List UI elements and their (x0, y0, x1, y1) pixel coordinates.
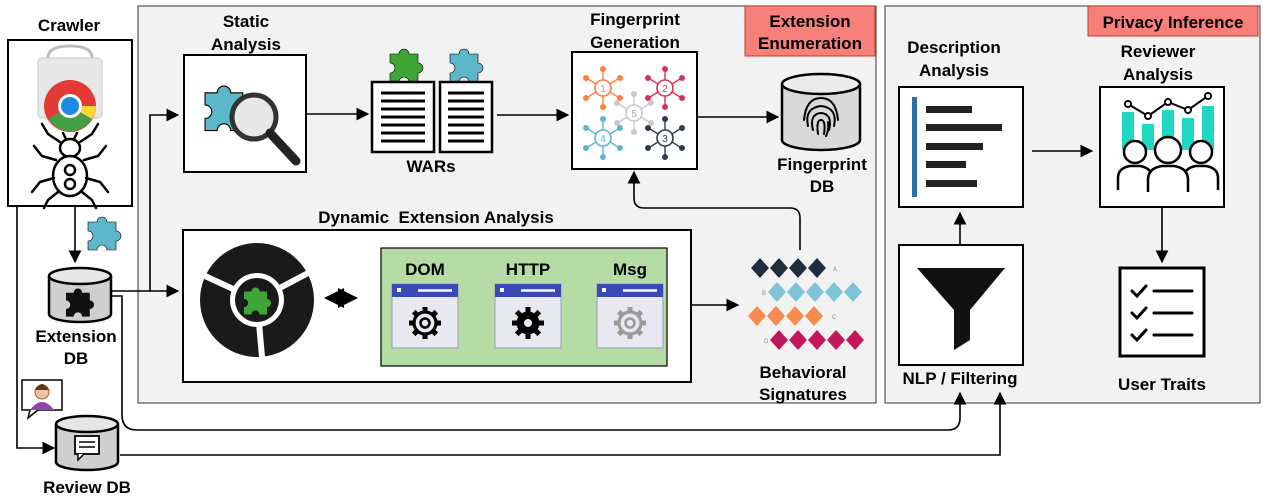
description-analysis-label-line2: Analysis (919, 61, 989, 80)
fingerprint-db-label-line1: Fingerprint (777, 155, 867, 174)
war-document-icon-2 (438, 80, 494, 154)
monitor-label-dom: DOM (405, 260, 445, 279)
reviewer-analysis-label-line2: Analysis (1123, 65, 1193, 84)
behavioral-signature-diamonds: A B C D (748, 258, 864, 350)
node-number: 2 (662, 84, 668, 95)
row-letter: B (762, 291, 766, 297)
node-number: 3 (662, 134, 668, 145)
monitor-label-http: HTTP (506, 260, 550, 279)
extension-puzzle-icon (87, 216, 122, 251)
static-analysis-label-line1: Static (223, 12, 269, 31)
static-analysis-label-line2: Analysis (211, 35, 281, 54)
row-letter: C (832, 315, 837, 321)
text-lines-icon (912, 97, 1002, 197)
fingerprint-generation-label-line1: Fingerprint (590, 10, 680, 29)
review-db-cylinder (54, 414, 120, 472)
extension-enumeration-badge (744, 5, 876, 57)
node-number: 5 (631, 109, 637, 120)
extension-enumeration-badge-line1: Extension (769, 12, 850, 31)
teal-puzzle-icon (449, 48, 484, 83)
row-letter: A (833, 267, 837, 273)
user-traits-label: User Traits (1118, 375, 1206, 394)
war-document-icon-1 (370, 80, 436, 154)
row-letter: D (764, 339, 769, 345)
extension-db-cylinder (47, 266, 113, 324)
wars-label: WARs (406, 157, 455, 176)
extension-db-label-line1: Extension (35, 327, 116, 346)
fingerprint-generation-label-line2: Generation (590, 33, 680, 52)
user-group-chart-icon (1116, 92, 1220, 192)
node-number: 1 (600, 84, 606, 95)
behavioral-signatures-label-line2: Signatures (759, 385, 847, 404)
review-db-label: Review DB (43, 478, 131, 497)
reviewer-avatar-icon (21, 379, 63, 420)
description-analysis-label-line1: Description (907, 38, 1001, 57)
reviewer-analysis-label-line1: Reviewer (1121, 42, 1196, 61)
behavioral-signatures-label-line1: Behavioral (760, 363, 847, 382)
chrome-extension-icon (200, 243, 314, 358)
green-puzzle-icon (389, 48, 424, 83)
checklist-icon (1130, 284, 1194, 343)
dom-monitor-window (391, 283, 459, 349)
dynamic-analysis-title: Dynamic Extension Analysis (318, 208, 554, 227)
nlp-filtering-label: NLP / Filtering (903, 369, 1018, 388)
chrome-web-store-icon (37, 44, 103, 132)
puzzle-magnifier-icon (204, 85, 301, 166)
fingerprint-generation-box (571, 51, 698, 170)
monitor-label-msg: Msg (613, 260, 647, 279)
node-number: 4 (600, 134, 606, 145)
fingerprint-network-icon: 1 2 3 4 5 (582, 65, 686, 161)
crawler-spider-icon (30, 122, 110, 210)
crawler-label: Crawler (38, 16, 101, 35)
funnel-icon (917, 268, 1005, 350)
msg-monitor-window (596, 283, 664, 349)
extension-db-label-line2: DB (64, 349, 89, 368)
fingerprint-db-cylinder (780, 72, 862, 152)
extension-enumeration-badge-line2: Enumeration (758, 34, 862, 53)
privacy-inference-badge (1087, 5, 1259, 37)
privacy-inference-badge-label: Privacy Inference (1103, 13, 1244, 32)
fingerprint-db-label-line2: DB (810, 177, 835, 196)
http-monitor-window (494, 283, 562, 349)
